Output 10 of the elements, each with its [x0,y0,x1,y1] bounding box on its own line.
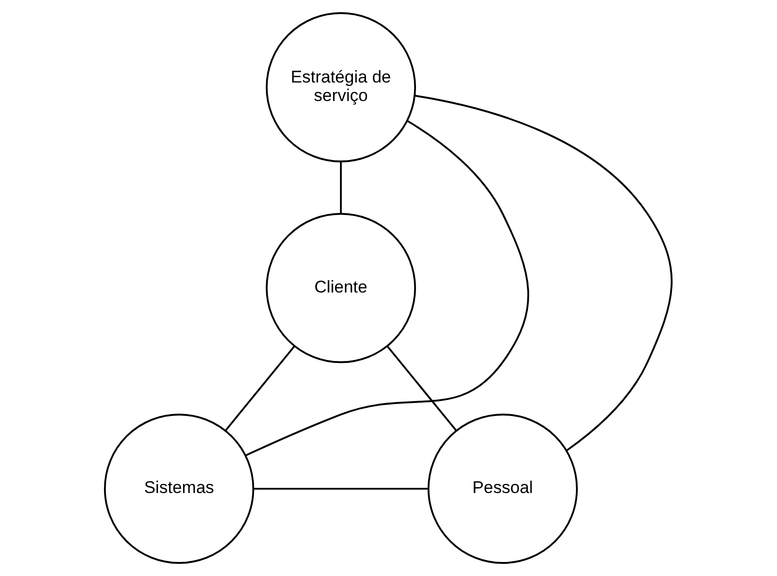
node-circle: Cliente [266,212,416,364]
node-circle: Pessoal [428,414,578,564]
node-circle: Sistemas [104,414,254,564]
connector [414,94,672,452]
connector [245,120,530,456]
connector [340,162,342,214]
node-circle: Estratégia de serviço [266,12,416,162]
connector [224,345,296,432]
connector [253,488,428,490]
connector [386,345,458,432]
